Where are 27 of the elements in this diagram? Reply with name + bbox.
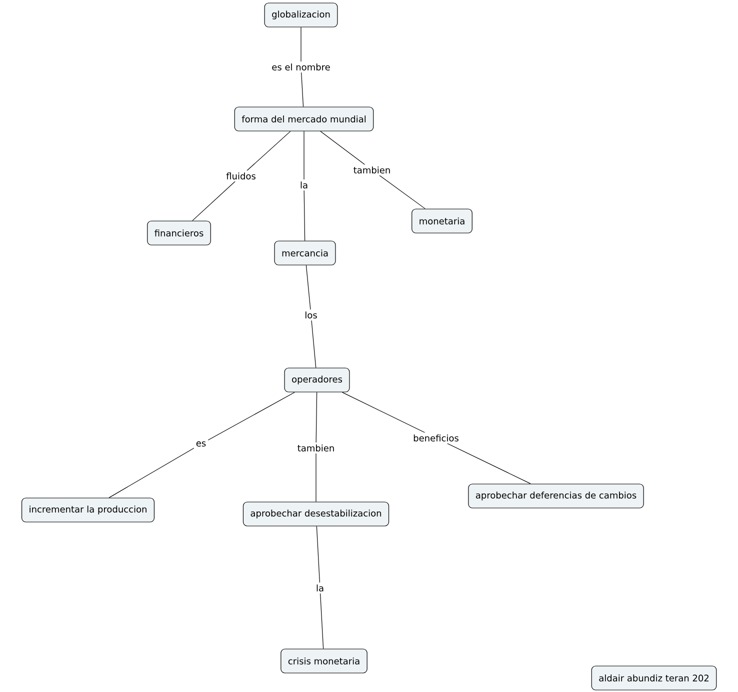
edge-label: tambien — [295, 442, 337, 454]
edge-label: fluidos — [224, 170, 258, 182]
connector-line — [306, 265, 316, 368]
edge-label: es — [194, 439, 208, 449]
concept-box: aprobechar desestabilizacion — [242, 502, 390, 526]
connector-line — [342, 392, 531, 484]
connector-line — [316, 392, 318, 502]
concept-box: monetaria — [412, 208, 472, 234]
edge-label: tambien — [351, 164, 393, 176]
connector-line — [192, 131, 291, 221]
edge-label: beneficios — [411, 432, 461, 444]
concept-box: aldair abundiz teran 202 — [591, 666, 717, 690]
concept-box: financieros — [147, 220, 211, 246]
edge-label: es el nombre — [270, 62, 332, 72]
concept-box: incrementar la produccion — [22, 498, 155, 522]
concept-box: forma del mercado mundial — [234, 106, 374, 132]
concept-box: crisis monetaria — [280, 648, 368, 674]
edge-label: la — [298, 180, 310, 190]
connector-line — [316, 526, 324, 649]
edge-label: la — [314, 582, 326, 594]
connector-line — [108, 392, 296, 498]
concept-box: aprobechar deferencias de cambios — [468, 484, 644, 508]
concept-box: globalizacion — [264, 2, 338, 28]
concept-box: mercancia — [274, 240, 336, 266]
edge-label: los — [302, 310, 320, 320]
connector-line — [304, 131, 306, 241]
concept-box: operadores — [284, 368, 350, 392]
